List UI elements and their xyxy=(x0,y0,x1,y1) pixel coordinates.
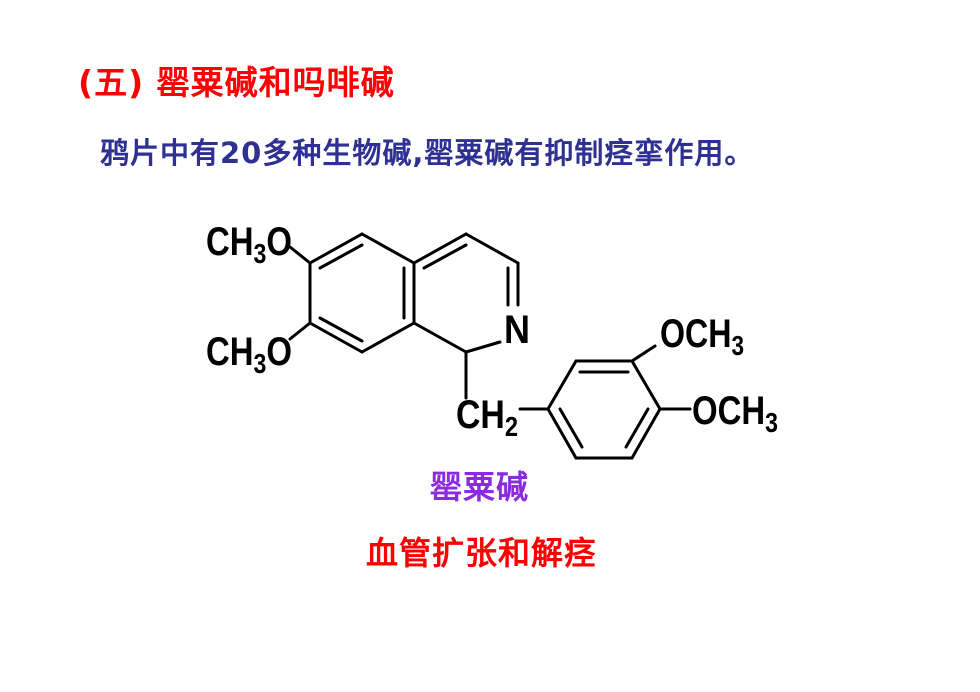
bond xyxy=(360,321,416,354)
effect-text: 血管扩张和解痉 xyxy=(366,534,598,572)
methoxy-label-right-bottom: OCH3 xyxy=(692,389,778,438)
bond xyxy=(412,232,468,265)
chemical-bonds xyxy=(288,232,692,460)
methoxy-label-bottom: CH3O xyxy=(206,330,292,379)
bond xyxy=(308,232,364,265)
double-bond xyxy=(318,316,364,343)
double-bond xyxy=(318,243,364,270)
compound-name: 罂粟碱 xyxy=(430,468,530,506)
bond xyxy=(412,321,468,354)
atom-labels: CH3O CH3O N OCH3 OCH3 CH2 xyxy=(206,220,778,442)
methoxy-label-top: CH3O xyxy=(206,220,292,269)
intro-text: 鸦片中有20多种生物碱,罂粟碱有抑制痉挛作用。 xyxy=(100,136,755,170)
bond xyxy=(546,359,578,411)
bond xyxy=(630,359,662,411)
bond xyxy=(630,407,662,460)
bond xyxy=(308,321,364,354)
bond xyxy=(546,407,578,460)
bond xyxy=(288,245,312,265)
slide-title: (五) 罂粟碱和吗啡碱 xyxy=(78,63,395,102)
bond xyxy=(360,232,416,265)
bond xyxy=(464,340,502,354)
bond xyxy=(288,321,312,341)
double-bond xyxy=(624,407,650,449)
nitrogen-label: N xyxy=(504,308,530,352)
bond xyxy=(630,344,657,363)
bond xyxy=(464,232,520,265)
double-bond xyxy=(558,407,584,449)
methylene-label: CH2 xyxy=(456,393,518,442)
methoxy-label-right-top: OCH3 xyxy=(660,312,744,361)
double-bond xyxy=(422,243,468,270)
